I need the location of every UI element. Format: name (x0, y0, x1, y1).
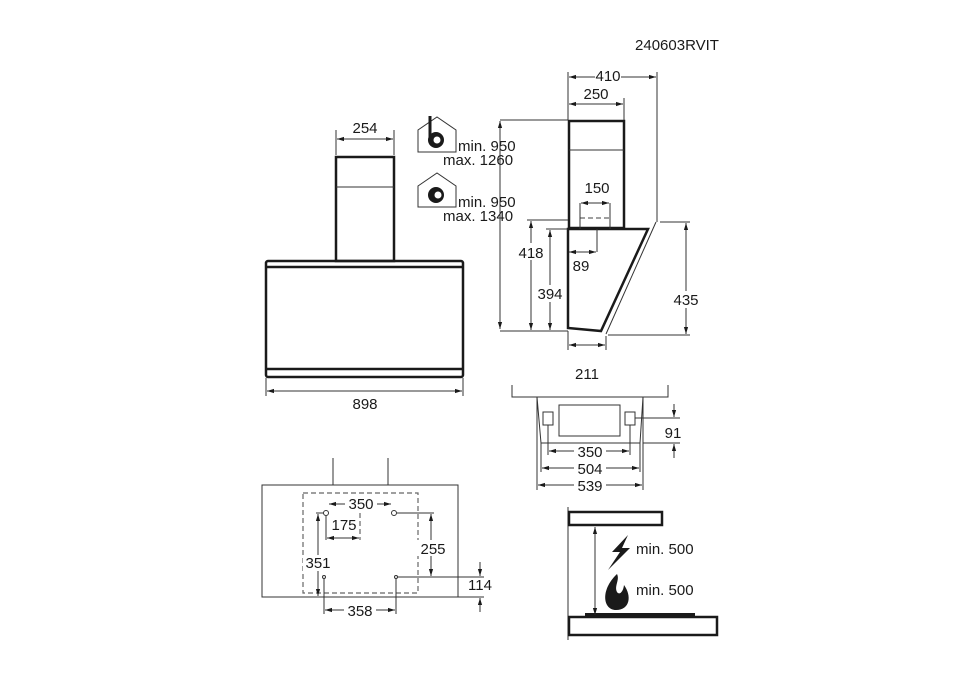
house-fan-recirculation-icon (417, 172, 457, 208)
clearance-view: min. 500 min. 500 (567, 507, 719, 640)
dim-outlet-width: 150 (584, 180, 609, 197)
mounting-hole (322, 575, 326, 579)
dim-top-539: 539 (577, 478, 602, 495)
recirculation-max: max. 1340 (443, 208, 513, 225)
dim-wall-351: 351 (305, 555, 330, 572)
chimney (334, 155, 396, 263)
dim-wall-255: 255 (420, 541, 445, 558)
front-view: 254 898 (264, 120, 465, 413)
dim-wall-175: 175 (331, 517, 356, 534)
canopy (264, 259, 465, 379)
document-code: 240603RVIT (635, 37, 719, 54)
side-view: 410 250 150 89 418 394 435 211 (500, 68, 702, 383)
mounting-hole (323, 510, 329, 516)
wall-mounting-view: 350 175 255 351 114 358 (261, 458, 492, 620)
dim-height-394: 394 (537, 286, 562, 303)
dim-top-91: 91 (665, 425, 682, 442)
dim-chimney-depth: 250 (583, 86, 608, 103)
dim-total-depth: 410 (595, 68, 620, 85)
dim-height-418: 418 (518, 245, 543, 262)
gas-clearance: min. 500 (636, 582, 694, 599)
side-chimney (567, 119, 626, 230)
side-canopy (566, 227, 650, 333)
dim-wall-114: 114 (468, 577, 492, 594)
extraction-max: max. 1260 (443, 152, 513, 169)
dim-bottom-depth: 211 (575, 366, 599, 383)
electric-clearance: min. 500 (636, 541, 694, 558)
flame-icon (605, 574, 629, 610)
dim-chimney-width: 254 (352, 120, 377, 137)
top-view: 350 504 539 91 (511, 385, 682, 495)
lightning-icon (608, 535, 630, 570)
dim-hood-width: 898 (352, 396, 377, 413)
mounting-hole (391, 510, 397, 516)
dim-wall-350: 350 (348, 496, 373, 513)
dim-glass-height: 435 (673, 292, 698, 309)
dim-outlet-offset: 89 (573, 258, 590, 275)
house-fan-extraction-icon (417, 116, 457, 153)
dim-top-504: 504 (577, 461, 602, 478)
dim-top-350: 350 (577, 444, 602, 461)
dim-wall-358: 358 (347, 603, 372, 620)
